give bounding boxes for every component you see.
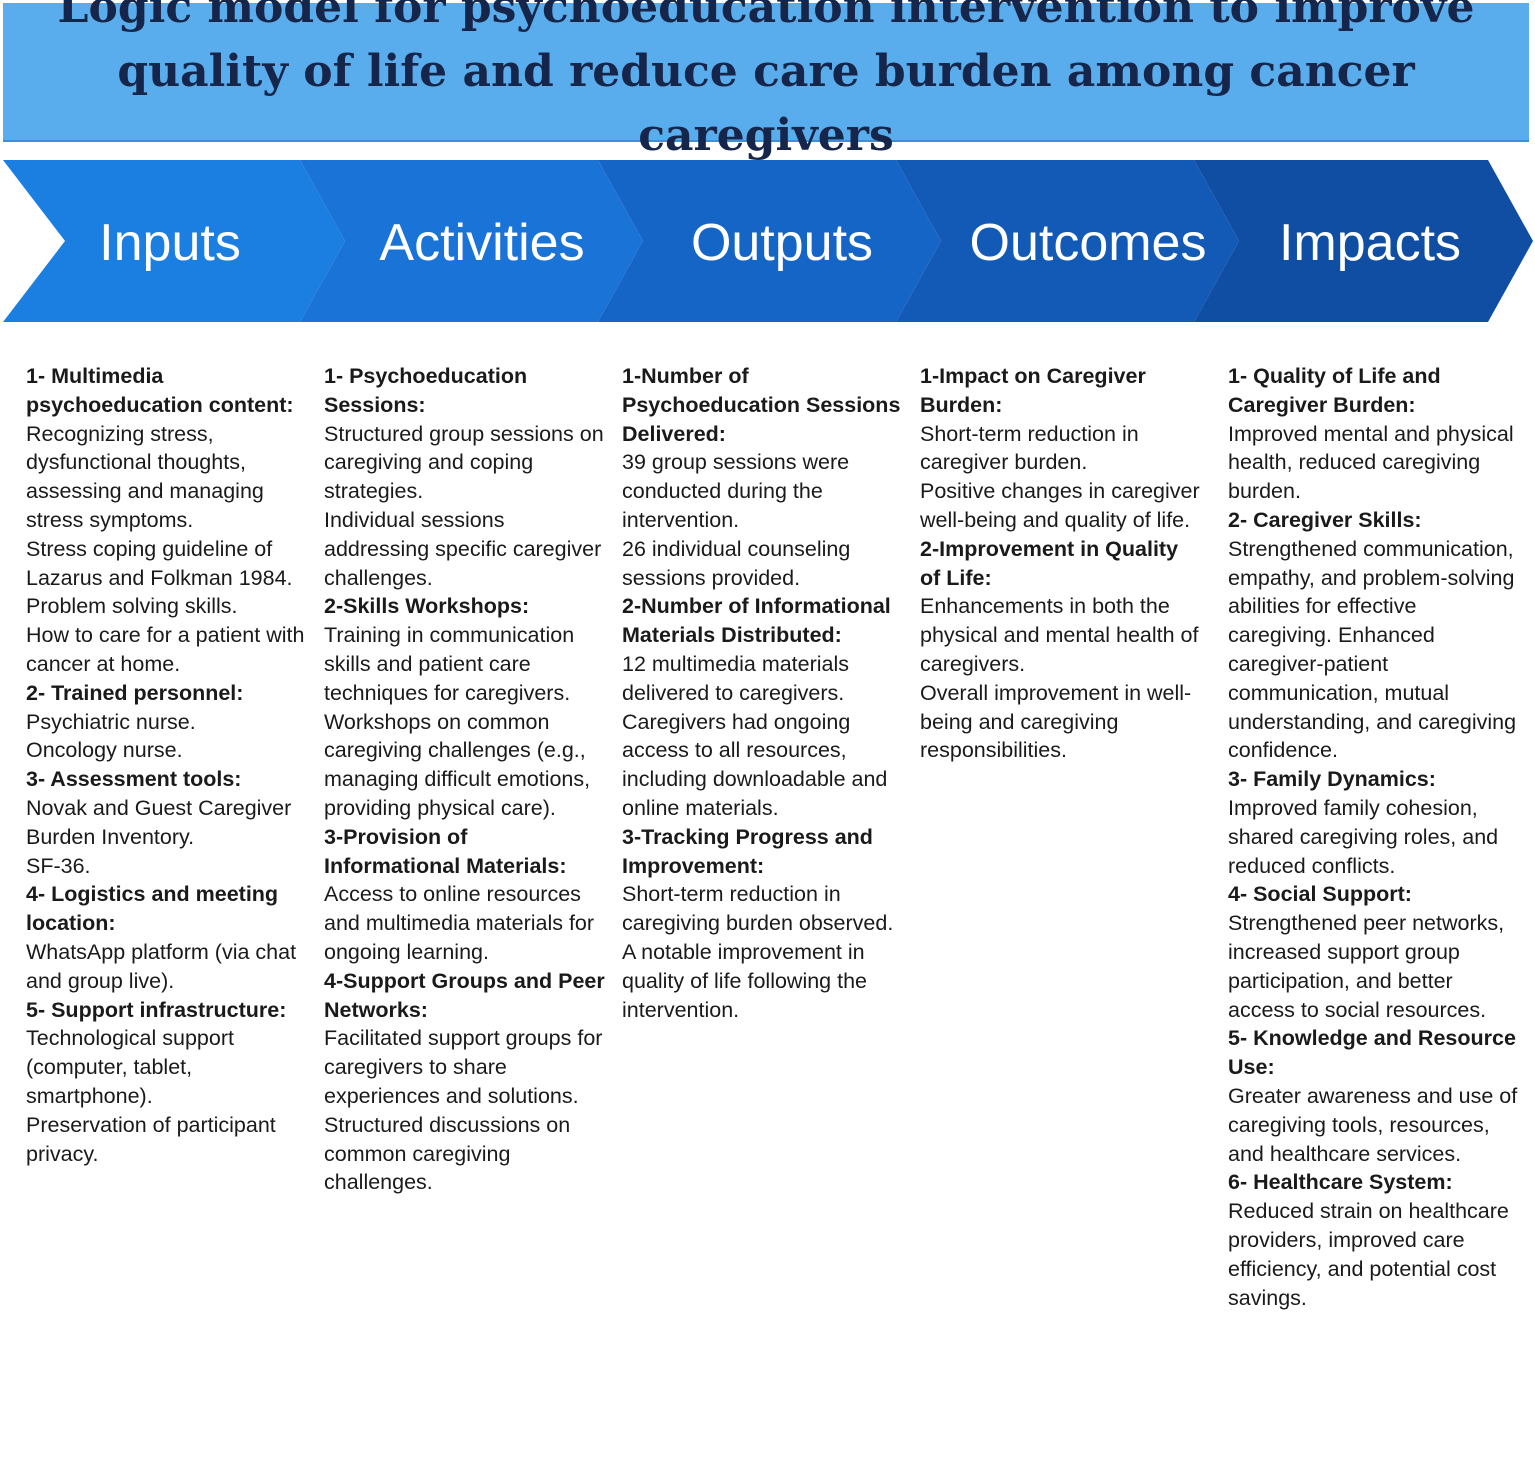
stage-label-outcomes: Outcomes — [970, 214, 1207, 272]
section-heading: 4- Logistics and meeting location: — [26, 882, 279, 936]
section-heading: 5- Knowledge and Resource Use: — [1228, 1026, 1516, 1080]
diagram-title: Logic model for psychoeducation interven… — [57, 0, 1475, 161]
chevron-outcomes — [896, 160, 1239, 322]
section-item: Caregivers had ongoing access to all res… — [622, 709, 888, 820]
section-heading: 6- Healthcare System: — [1228, 1170, 1453, 1195]
section-heading: 3-Tracking Progress and Improvement: — [622, 824, 873, 878]
outcomes-column: 1-Impact on Caregiver Burden: Short-term… — [920, 362, 1204, 765]
section-heading: 3- Assessment tools: — [26, 767, 242, 792]
section-item: Stress coping guideline of Lazarus and F… — [26, 536, 293, 590]
section-heading: 2- Caregiver Skills: — [1228, 507, 1422, 532]
section-item: Workshops on common caregiving challenge… — [324, 709, 591, 820]
section-item: Strengthened peer networks, increased su… — [1228, 911, 1505, 1022]
section-item: SF-36. — [26, 853, 91, 878]
section-item: Overall improvement in well-being and ca… — [920, 680, 1192, 763]
section-heading: 3- Family Dynamics: — [1228, 767, 1436, 792]
section-item: Oncology nurse. — [26, 738, 183, 763]
section-item: Greater awareness and use of caregiving … — [1228, 1083, 1518, 1166]
section-heading: 1- Quality of Life and Caregiver Burden: — [1228, 364, 1441, 417]
outputs-column: 1-Number of Psychoeducation Sessions Del… — [622, 362, 906, 1024]
section-item: Preservation of participant privacy. — [26, 1112, 276, 1166]
section-item: Short-term reduction in caregiving burde… — [622, 882, 894, 936]
section-heading: 2-Skills Workshops: — [324, 594, 530, 619]
section-item: A notable improvement in quality of life… — [622, 939, 868, 1022]
chevron-outputs — [598, 160, 941, 322]
section-heading: 1-Number of Psychoeducation Sessions Del… — [622, 364, 901, 446]
section-item: Structured discussions on common caregiv… — [324, 1112, 571, 1195]
section-item: WhatsApp platform (via chat and group li… — [26, 939, 297, 993]
title-banner: Logic model for psychoeducation interven… — [3, 0, 1529, 161]
section-heading: 1- Psychoeducation Sessions: — [324, 364, 528, 417]
section-item: Facilitated support groups for caregiver… — [324, 1026, 603, 1108]
inputs-column: 1- Multimedia psychoeducation content: R… — [26, 362, 310, 1168]
chevron-impacts — [1194, 160, 1533, 322]
section-item: Problem solving skills. — [26, 594, 238, 619]
chevron-inputs — [3, 160, 345, 322]
section-heading: 5- Support infrastructure: — [26, 997, 287, 1022]
section-heading: 4- Social Support: — [1228, 882, 1412, 907]
section-heading: 1-Impact on Caregiver Burden: — [920, 364, 1146, 417]
stage-label-inputs: Inputs — [99, 214, 241, 272]
section-item: 12 multimedia materials delivered to car… — [622, 651, 850, 705]
section-item: Enhancements in both the physical and me… — [920, 594, 1199, 676]
section-item: Novak and Guest Caregiver Burden Invento… — [26, 795, 292, 849]
stage-label-impacts: Impacts — [1279, 214, 1461, 272]
activities-column: 1- Psychoeducation Sessions: Structured … — [324, 362, 608, 1197]
stage-label-outputs: Outputs — [691, 214, 873, 272]
stage-chevrons: Inputs Activities Outputs Outcomes Impac… — [0, 160, 1535, 322]
section-item: Training in communication skills and pat… — [324, 623, 575, 705]
section-item: How to care for a patient with cancer at… — [26, 623, 305, 676]
section-item: Individual sessions addressing specific … — [324, 507, 602, 590]
section-item: 26 individual counseling sessions provid… — [622, 536, 851, 590]
section-item: Reduced strain on healthcare providers, … — [1228, 1199, 1509, 1310]
section-item: Access to online resources and multimedi… — [324, 882, 595, 964]
section-heading: 1- Multimedia psychoeducation content: — [26, 364, 294, 417]
stage-label-activities: Activities — [379, 214, 584, 272]
section-item: Structured group sessions on caregiving … — [324, 421, 604, 504]
section-heading: 2-Number of Informational Materials Dist… — [622, 594, 891, 648]
section-item: Recognizing stress, dysfunctional though… — [26, 421, 264, 532]
chevron-activities — [300, 160, 643, 322]
section-heading: 2-Improvement in Quality of Life: — [920, 536, 1179, 590]
section-item: Psychiatric nurse. — [26, 709, 196, 734]
impacts-column: 1- Quality of Life and Caregiver Burden:… — [1228, 362, 1518, 1312]
section-heading: 3-Provision of Informational Materials: — [324, 824, 567, 878]
section-heading: 4-Support Groups and Peer Networks: — [324, 968, 605, 1022]
section-item: Improved mental and physical health, red… — [1228, 421, 1514, 504]
section-heading: 2- Trained personnel: — [26, 680, 244, 705]
section-item: Positive changes in caregiver well-being… — [920, 479, 1200, 532]
section-item: 39 group sessions were conducted during … — [622, 450, 850, 532]
section-item: Strengthened communication, empathy, and… — [1228, 536, 1517, 763]
section-item: Improved family cohesion, shared caregiv… — [1228, 795, 1499, 878]
section-item: Short-term reduction in caregiver burden… — [920, 421, 1139, 475]
section-item: Technological support (computer, tablet,… — [26, 1026, 234, 1108]
